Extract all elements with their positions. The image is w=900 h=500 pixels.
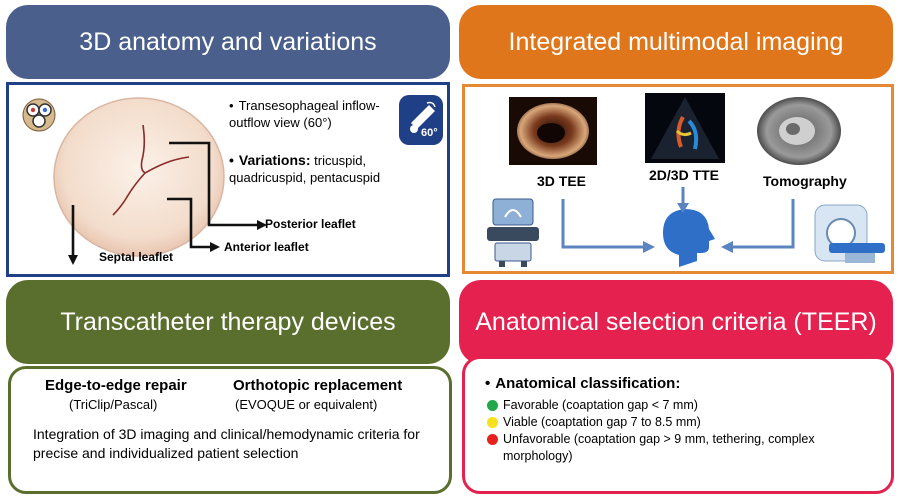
tricuspid-valve <box>53 97 225 257</box>
replacement-title: Orthotopic replacement <box>233 377 403 394</box>
imaging-illustration <box>487 93 885 267</box>
imaging-panel: 3D TEE 2D/3D TTE Tomography <box>462 84 894 274</box>
ct-scanner-icon <box>814 204 885 263</box>
criteria-header: Anatomical selection criteria (TEER) <box>459 280 893 364</box>
repair-subtitle: (TriClip/Pascal) <box>69 397 158 412</box>
criteria-item-label: Viable (coaptation gap 7 to 8.5 mm) <box>503 415 701 429</box>
criteria-item-label: Unfavorable (coaptation gap > 9 mm, teth… <box>503 432 815 463</box>
devices-header-title: Transcatheter therapy devices <box>60 307 396 336</box>
ultrasound-machine-icon <box>487 198 539 267</box>
imaging-header: Integrated multimodal imaging <box>459 5 893 79</box>
imaging-header-title: Integrated multimodal imaging <box>508 27 844 56</box>
modality-3d-tee: 3D TEE <box>537 173 587 189</box>
criteria-item-unfavorable: Unfavorable (coaptation gap > 9 mm, teth… <box>487 431 887 465</box>
anatomy-illustration <box>22 95 443 265</box>
criteria-item-favorable: Favorable (coaptation gap < 7 mm) <box>487 397 887 414</box>
devices-panel: Edge-to-edge repair (TriClip/Pascal) Ort… <box>8 366 452 494</box>
flow-arrows <box>561 187 795 249</box>
variations-text: tricuspid, quadricuspid, pentacuspid <box>229 153 381 185</box>
probe-icon <box>399 95 443 145</box>
viable-dot-icon <box>487 417 498 428</box>
septal-leaflet-label: Septal leaflet <box>99 250 174 264</box>
anatomy-header: 3D anatomy and variations <box>6 5 450 79</box>
anatomy-leaflet-pointer <box>167 197 212 249</box>
repair-title: Edge-to-edge repair <box>45 377 187 394</box>
posterior-leaflet-pointer <box>169 141 259 227</box>
anatomy-panel: 60° Transesophageal inflow-outflow view … <box>6 82 450 277</box>
anatomy-header-title: 3D anatomy and variations <box>79 27 377 56</box>
integration-text: Integration of 3D imaging and clinical/h… <box>33 426 420 461</box>
classification-label: Anatomical classification: <box>485 375 680 392</box>
variations-bullet: Variations: tricuspid, quadricuspid, pen… <box>229 152 429 186</box>
variations-label: Variations: <box>229 152 311 168</box>
criteria-item-label: Favorable (coaptation gap < 7 mm) <box>503 398 698 412</box>
patient-head-icon <box>663 209 715 267</box>
classification-list: Favorable (coaptation gap < 7 mm) Viable… <box>487 397 887 465</box>
probe-angle-label: 60° <box>421 127 438 139</box>
anterior-leaflet-label: Anterior leaflet <box>224 240 309 254</box>
replacement-subtitle: (EVOQUE or equivalent) <box>235 397 378 412</box>
view-bullet: Transesophageal inflow-outflow view (60°… <box>229 97 399 131</box>
modality-tomography: Tomography <box>763 173 847 189</box>
criteria-panel: Anatomical classification: Favorable (co… <box>462 356 894 494</box>
posterior-leaflet-label: Posterior leaflet <box>265 217 356 231</box>
heart-thumbnail-icon <box>22 98 56 132</box>
criteria-item-viable: Viable (coaptation gap 7 to 8.5 mm) <box>487 414 887 431</box>
criteria-header-title: Anatomical selection criteria (TEER) <box>475 307 877 336</box>
unfavorable-dot-icon <box>487 434 498 445</box>
devices-header: Transcatheter therapy devices <box>6 280 450 364</box>
favorable-dot-icon <box>487 400 498 411</box>
modality-tte: 2D/3D TTE <box>649 167 720 183</box>
